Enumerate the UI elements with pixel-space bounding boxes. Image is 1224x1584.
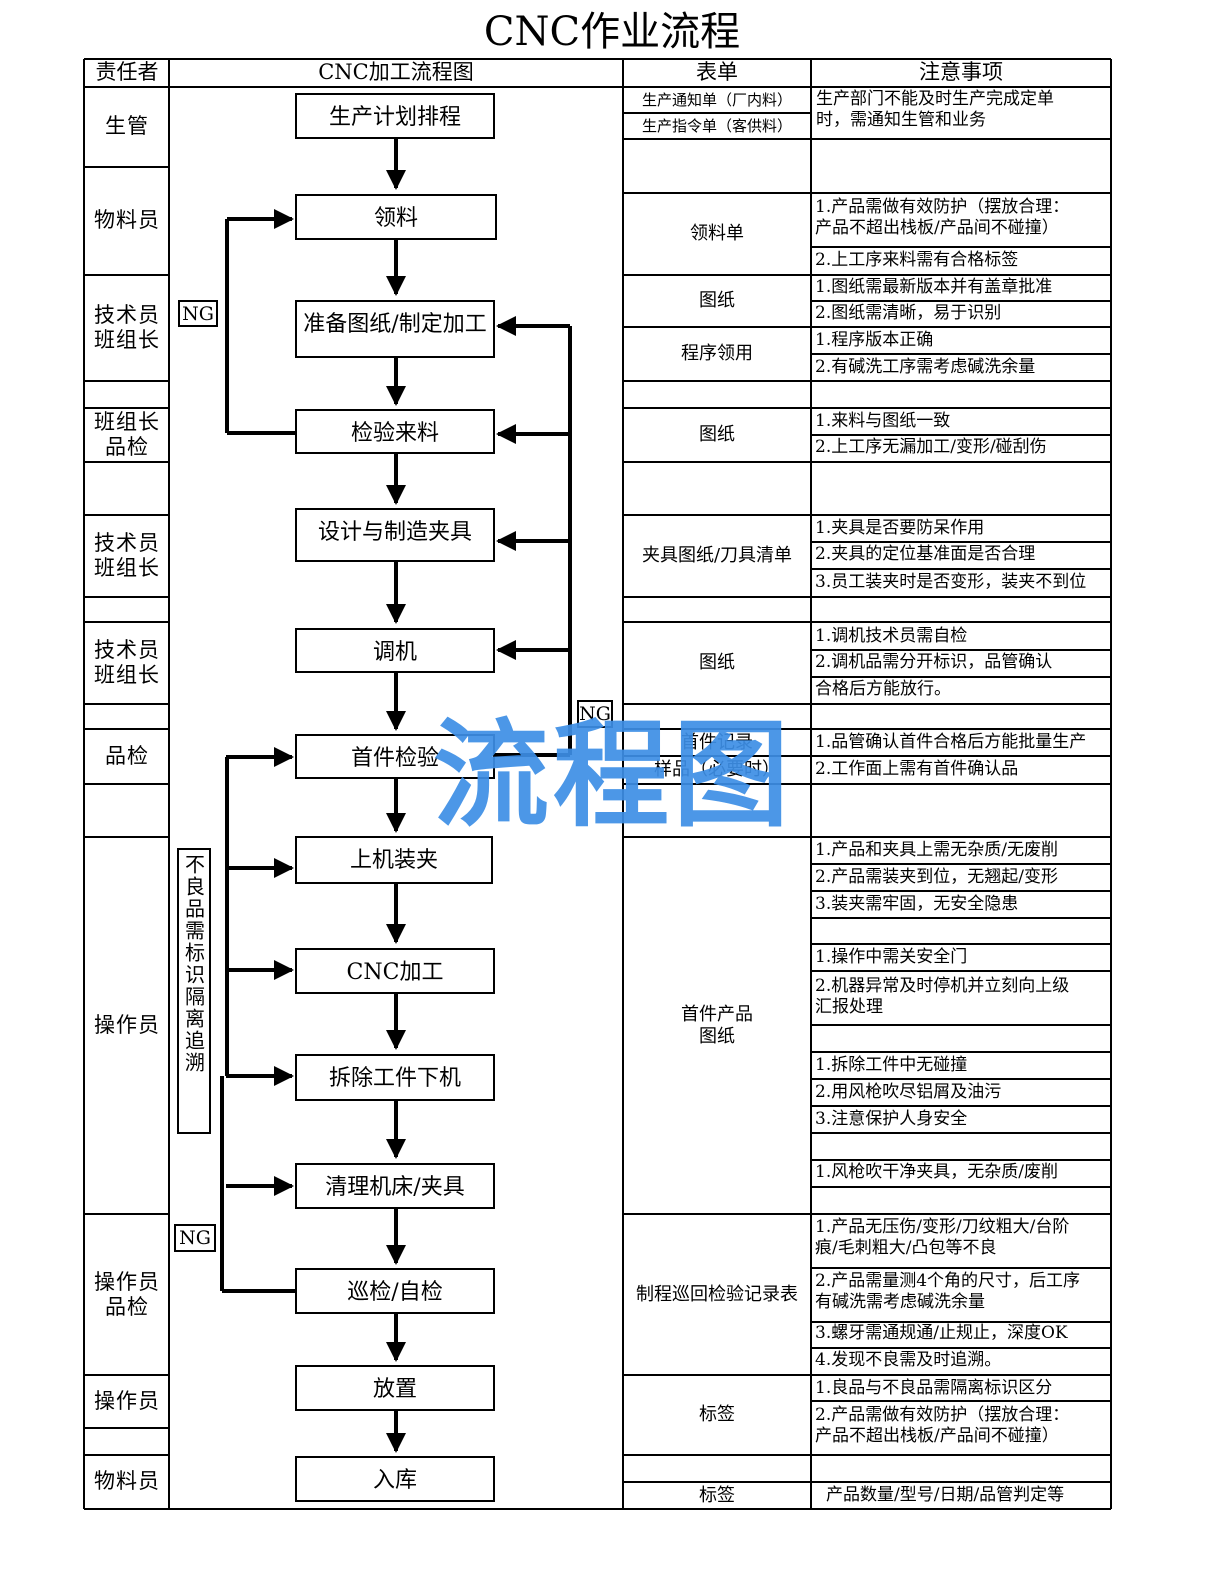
form-cell: 首件产品 图纸 bbox=[681, 1003, 753, 1047]
header-notes: 注意事项 bbox=[919, 60, 1003, 85]
form-cell: 图纸 bbox=[699, 290, 735, 312]
form-cell: 生产指令单（客供料） bbox=[641, 117, 792, 135]
form-cell: 生产通知单（厂内料） bbox=[641, 91, 792, 109]
defect-isolation-note: 不良品需标识隔离追溯 bbox=[177, 848, 211, 1134]
step-fixture-design: 设计与制造夹具 bbox=[295, 508, 495, 562]
note-line: 2.夹具的定位基准面是否合理 bbox=[815, 544, 1036, 564]
step-first-article-inspection: 首件检验 bbox=[295, 734, 495, 779]
note-line: 3.注意保护人身安全 bbox=[815, 1109, 968, 1129]
note-line: 4.发现不良需及时追溯。 bbox=[815, 1350, 1002, 1370]
ng-label: NG bbox=[178, 300, 218, 327]
note-line: 2.机器异常及时停机并立刻向上级 汇报处理 bbox=[815, 976, 1070, 1018]
form-cell: 图纸 bbox=[699, 652, 735, 674]
note-line: 1.品管确认首件合格后方能批量生产 bbox=[815, 732, 1087, 752]
ng-label: NG bbox=[577, 700, 613, 728]
form-cell: 标签 bbox=[699, 1484, 735, 1506]
note-line: 1.操作中需关安全门 bbox=[815, 947, 968, 967]
responsible-cell: 操作员 bbox=[94, 1012, 160, 1037]
step-cnc-machining: CNC加工 bbox=[295, 948, 495, 994]
note-line: 1.良品与不良品需隔离标识区分 bbox=[815, 1378, 1053, 1398]
note-line: 1.图纸需最新版本并有盖章批准 bbox=[815, 277, 1053, 297]
note-line: 1.拆除工件中无碰撞 bbox=[815, 1055, 968, 1075]
form-cell: 程序领用 bbox=[681, 343, 753, 365]
note-line: 3.螺牙需通规通/止规止，深度OK bbox=[815, 1323, 1068, 1343]
step-machine-setup: 调机 bbox=[295, 628, 495, 673]
step-clamping: 上机装夹 bbox=[295, 836, 493, 884]
responsible-cell: 生管 bbox=[105, 114, 149, 139]
responsible-cell: 班组长 品检 bbox=[94, 409, 160, 459]
note-line: 2.产品需做有效防护（摆放合理： 产品不超出栈板/产品间不碰撞） bbox=[815, 1405, 1070, 1447]
note-line: 2.产品需量测4个角的尺寸，后工序 有碱洗需考虑碱洗余量 bbox=[815, 1271, 1081, 1313]
step-prepare-drawings: 准备图纸/制定加工 bbox=[295, 300, 495, 358]
step-patrol-inspection: 巡检/自检 bbox=[295, 1268, 495, 1314]
responsible-cell: 物料员 bbox=[94, 208, 160, 233]
note-line: 1.产品无压伤/变形/刀纹粗大/台阶 痕/毛刺粗大/凸包等不良 bbox=[815, 1217, 1070, 1259]
watermark: 流程图 bbox=[433, 708, 793, 843]
ng-label: NG bbox=[174, 1224, 216, 1252]
step-incoming-inspection: 检验来料 bbox=[295, 409, 495, 454]
form-cell: 首件记录 bbox=[681, 731, 753, 753]
note-line: 产品数量/型号/日期/品管判定等 bbox=[826, 1485, 1065, 1505]
form-cell: 图纸 bbox=[699, 424, 735, 446]
note-line: 1.调机技术员需自检 bbox=[815, 626, 968, 646]
responsible-cell: 技术员 班组长 bbox=[94, 637, 160, 687]
responsible-cell: 操作员 bbox=[94, 1388, 160, 1413]
note-line: 2.产品需装夹到位，无翘起/变形 bbox=[815, 867, 1058, 887]
note-line: 3.员工装夹时是否变形，装夹不到位 bbox=[815, 572, 1087, 592]
note-line: 1.程序版本正确 bbox=[815, 330, 934, 350]
step-placement: 放置 bbox=[295, 1365, 495, 1411]
note-line: 2.上工序无漏加工/变形/碰刮伤 bbox=[815, 437, 1047, 457]
form-cell: 制程巡回检验记录表 bbox=[636, 1284, 798, 1306]
note-line: 2.调机品需分开标识，品管确认 bbox=[815, 652, 1053, 672]
responsible-cell: 技术员 班组长 bbox=[94, 302, 160, 352]
step-clean-machine: 清理机床/夹具 bbox=[295, 1163, 495, 1209]
header-flowchart: CNC加工流程图 bbox=[318, 60, 474, 85]
note-line: 生产部门不能及时生产完成定单 时，需通知生管和业务 bbox=[816, 89, 1054, 131]
form-cell: 夹具图纸/刀具清单 bbox=[641, 545, 793, 567]
step-material-pickup: 领料 bbox=[295, 194, 497, 240]
page-title: CNC作业流程 bbox=[483, 9, 741, 55]
note-line: 1.风枪吹干净夹具，无杂质/废削 bbox=[815, 1162, 1058, 1182]
note-line: 2.用风枪吹尽铝屑及油污 bbox=[815, 1082, 1002, 1102]
responsible-cell: 操作员 品检 bbox=[94, 1269, 160, 1319]
header-responsible: 责任者 bbox=[95, 60, 159, 85]
note-line: 2.有碱洗工序需考虑碱洗余量 bbox=[815, 357, 1036, 377]
note-line: 2.工作面上需有首件确认品 bbox=[815, 759, 1019, 779]
responsible-cell: 技术员 班组长 bbox=[94, 530, 160, 580]
form-cell: 标签 bbox=[699, 1404, 735, 1426]
form-cell: 领料单 bbox=[690, 223, 744, 245]
note-line: 合格后方能放行。 bbox=[815, 679, 951, 699]
note-line: 1.产品需做有效防护（摆放合理： 产品不超出栈板/产品间不碰撞） bbox=[815, 197, 1070, 239]
responsible-cell: 物料员 bbox=[94, 1469, 160, 1494]
step-production-scheduling: 生产计划排程 bbox=[295, 93, 495, 139]
header-forms: 表单 bbox=[696, 60, 738, 85]
step-remove-workpiece: 拆除工件下机 bbox=[295, 1054, 495, 1101]
note-line: 1.夹具是否要防呆作用 bbox=[815, 518, 985, 538]
note-line: 1.产品和夹具上需无杂质/无废削 bbox=[815, 840, 1058, 860]
note-line: 1.来料与图纸一致 bbox=[815, 411, 951, 431]
responsible-cell: 品检 bbox=[105, 743, 149, 768]
note-line: 3.装夹需牢固，无安全隐患 bbox=[815, 894, 1019, 914]
note-line: 2.图纸需清晰，易于识别 bbox=[815, 303, 1002, 323]
form-cell: 样品（必要时） bbox=[654, 759, 780, 781]
step-warehousing: 入库 bbox=[295, 1456, 495, 1502]
note-line: 2.上工序来料需有合格标签 bbox=[815, 250, 1019, 270]
